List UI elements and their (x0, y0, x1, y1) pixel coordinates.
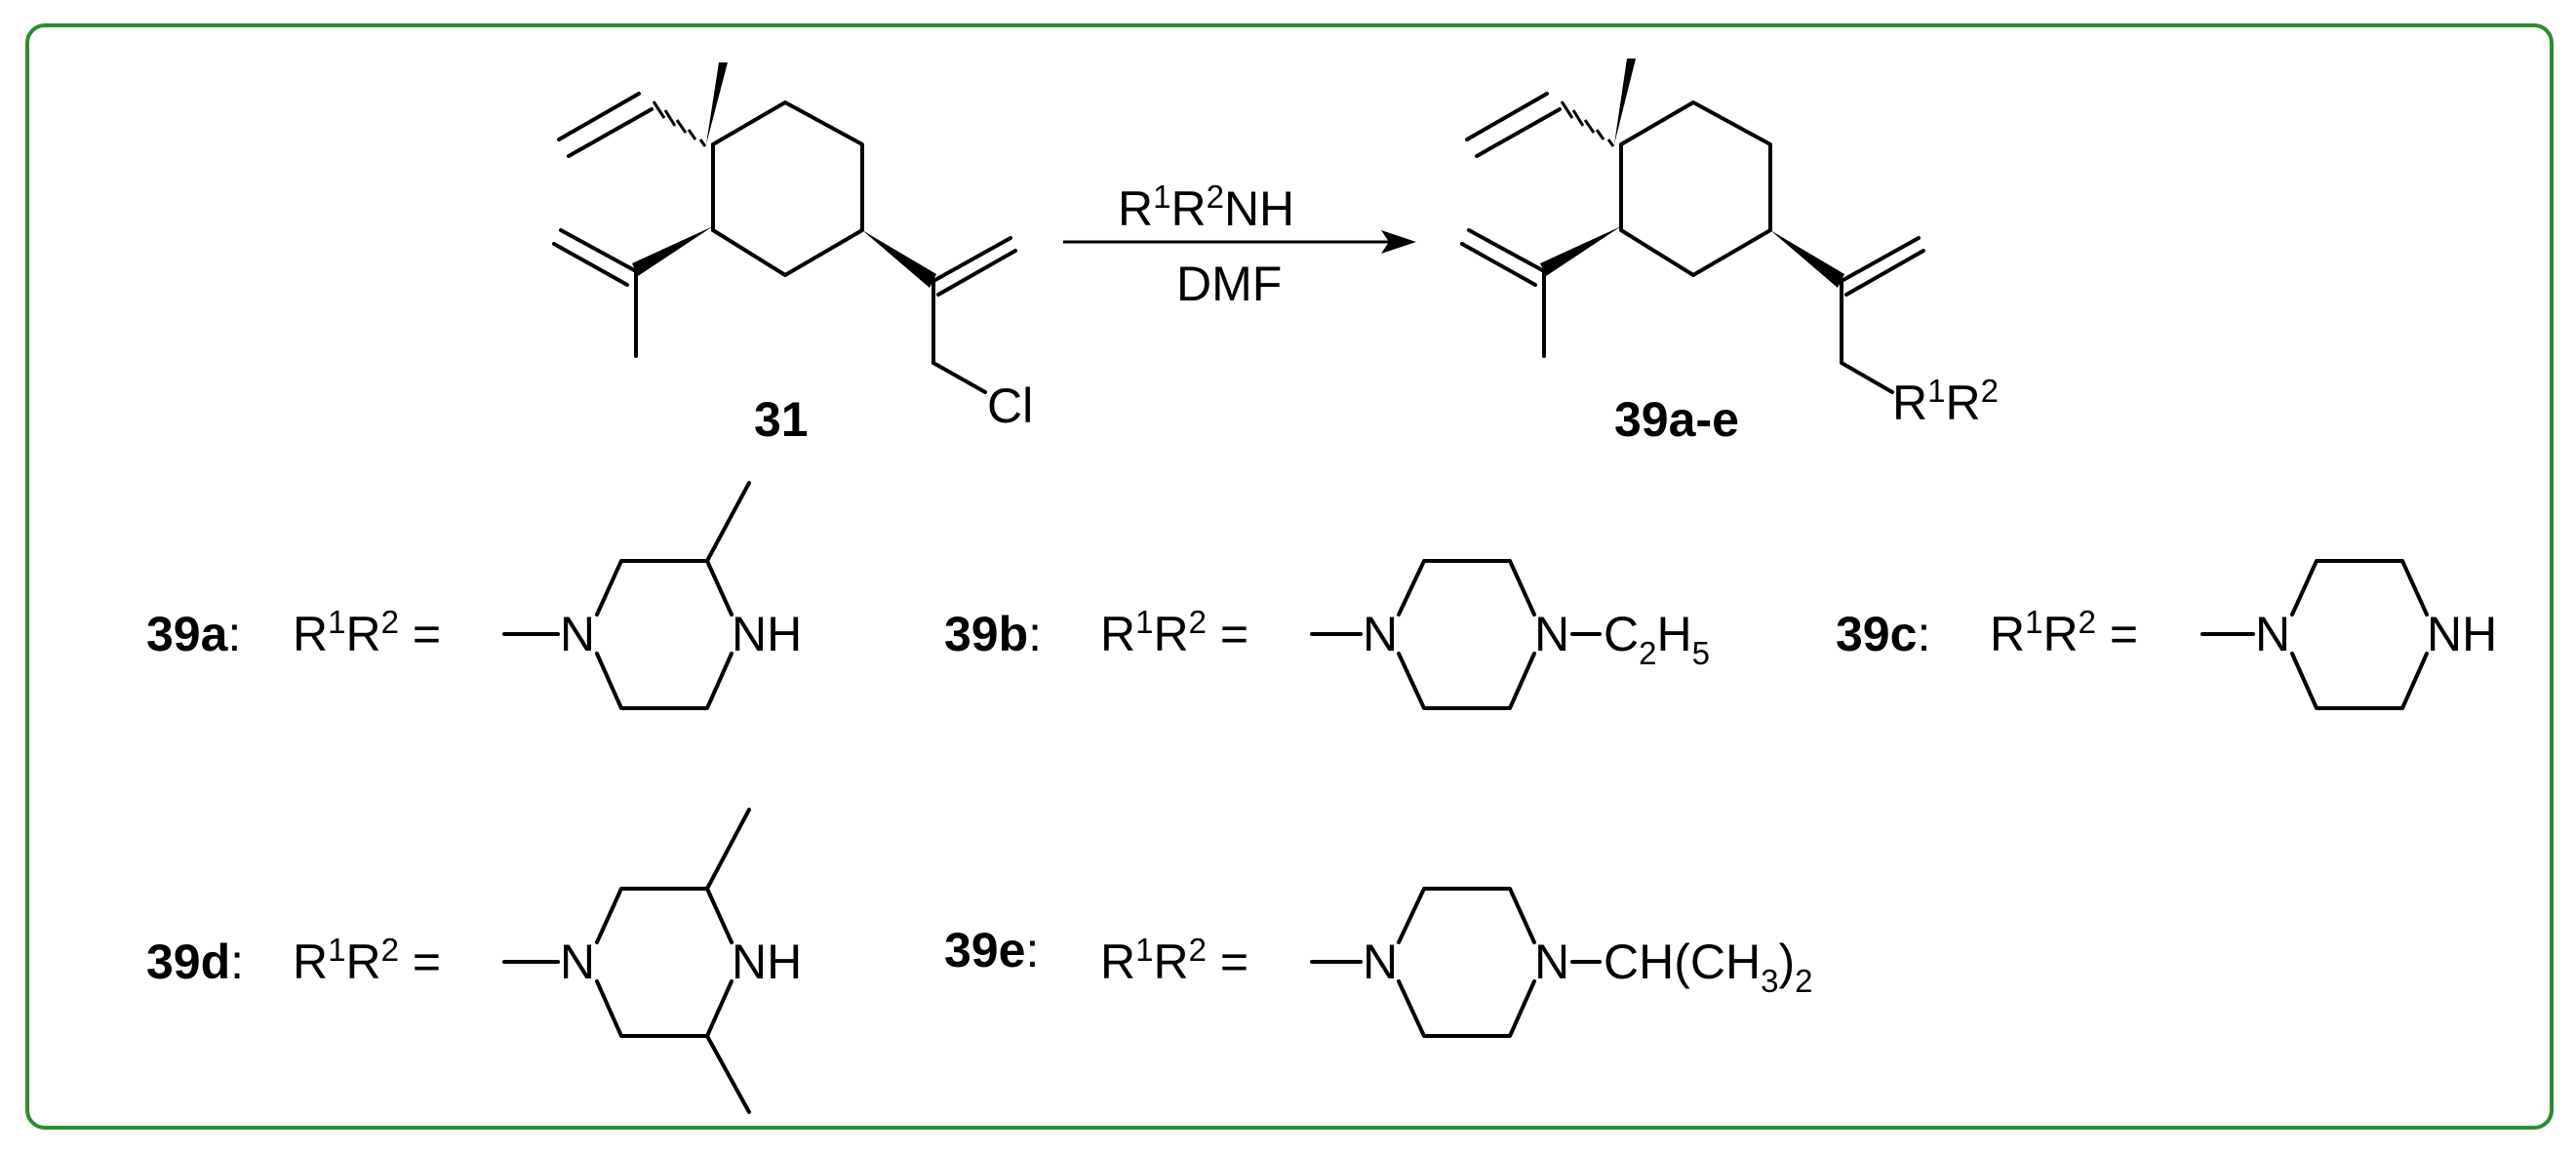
substituent-39e: 39e: R1R2 = N N CH(CH3)2 (944, 887, 1812, 1038)
svg-text:R1R2 =: R1R2 = (1990, 604, 2138, 661)
svg-text:N: N (1534, 607, 1569, 661)
reaction-arrow-head (1381, 230, 1416, 254)
svg-text:39d:: 39d: (146, 935, 244, 989)
product-39-structure (1460, 59, 1925, 394)
svg-text:N: N (560, 607, 595, 661)
svg-text:R1R2 =: R1R2 = (293, 932, 441, 989)
svg-text:39a:: 39a: (146, 607, 241, 661)
svg-text:C2H5: C2H5 (1604, 607, 1710, 671)
product-compound-label: 39a-e (1614, 392, 1739, 447)
reactant-31-structure (552, 62, 1017, 394)
reactant-compound-label: 31 (754, 392, 809, 447)
scheme-frame (25, 23, 2554, 1130)
svg-text:R1R2 =: R1R2 = (1100, 604, 1248, 661)
product-substituent-label: R1R2 (1892, 373, 1999, 430)
svg-text:N: N (560, 935, 595, 989)
svg-text:CH(CH3)2: CH(CH3)2 (1604, 935, 1812, 999)
substituent-39c: 39c: R1R2 = N NH (1836, 559, 2497, 710)
methyl-wedge (706, 62, 728, 144)
svg-text:N: N (1363, 935, 1398, 989)
svg-text:39e:: 39e: (944, 923, 1039, 977)
substituent-39b: 39b: R1R2 = N N C2H5 (944, 559, 1710, 710)
reagent-label: R1R2NH (1118, 179, 1294, 236)
svg-text:N: N (1363, 607, 1398, 661)
svg-text:R1R2 =: R1R2 = (1100, 932, 1248, 989)
svg-text:R1R2 =: R1R2 = (293, 604, 441, 661)
svg-text:39b:: 39b: (944, 607, 1042, 661)
svg-text:NH: NH (2427, 607, 2497, 661)
solvent-label: DMF (1176, 257, 1282, 311)
substituent-39a: 39a: R1R2 = N NH (146, 481, 802, 710)
reactant-chlorine-label: Cl (987, 378, 1033, 433)
svg-text:39c:: 39c: (1836, 607, 1930, 661)
svg-text:NH: NH (732, 607, 802, 661)
svg-text:NH: NH (732, 935, 802, 989)
substituent-39d: 39d: R1R2 = N NH (146, 808, 802, 1114)
vinyl-hashed-bond (652, 100, 707, 147)
svg-text:N: N (1534, 935, 1569, 989)
svg-text:N: N (2255, 607, 2290, 661)
